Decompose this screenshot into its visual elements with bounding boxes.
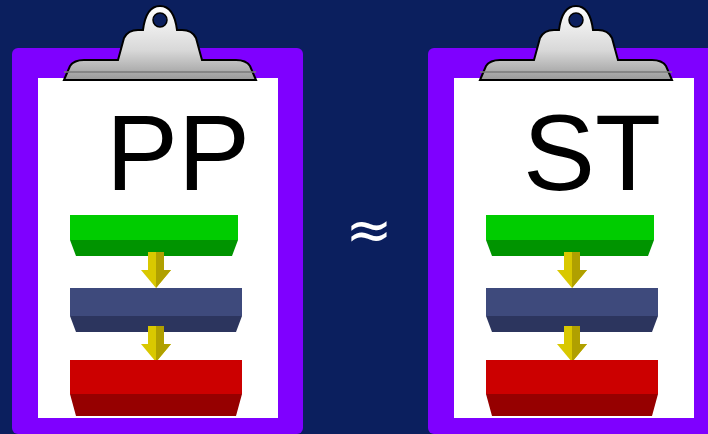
clipboard-title: ST [523,99,661,207]
clipboard-title: PP [106,99,250,207]
approx-symbol: ≈ [346,202,393,258]
clipboard-left [12,6,303,434]
clipboard: PP [12,48,303,434]
clipboard-right [428,6,708,434]
clipboard: ST [428,48,708,434]
